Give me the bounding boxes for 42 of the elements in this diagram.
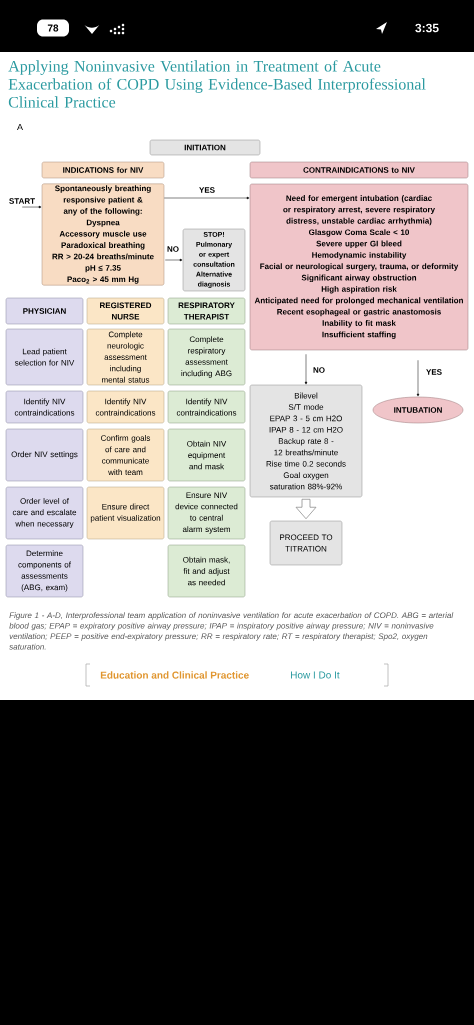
arrow: [22, 205, 42, 209]
task-box: Obtain NIV equipment and mask: [167, 428, 246, 482]
hollow-arrow: [295, 498, 317, 520]
task-box: Order level of care and escalate when necessary: [5, 486, 84, 540]
arrow: [304, 354, 308, 385]
role-header: RESPIRATORY THERAPIST: [167, 297, 246, 325]
battery-badge: 78: [37, 19, 69, 37]
task-box: Order NIV settings: [5, 428, 84, 482]
task-box: Confirm goals of care and communicate with team: [86, 428, 165, 482]
task-box: Identify NIV contraindications: [167, 390, 246, 424]
arrow: [416, 360, 420, 397]
task-box: Identify NIV contraindications: [5, 390, 84, 424]
panel-letter: A: [17, 123, 23, 131]
arrow: [164, 196, 250, 200]
edge-label: NO: [166, 245, 180, 253]
section-label: Education and Clinical Practice: [100, 671, 249, 679]
task-box: Determine components of assessments (ABG, exam): [5, 544, 84, 598]
step-box: PROCEED TO TITRATION: [269, 520, 343, 566]
role-header: PHYSICIAN: [5, 297, 84, 325]
task-box: Ensure direct patient visualization: [86, 486, 165, 540]
edge-label: YES: [425, 368, 443, 376]
arrow: [165, 258, 183, 262]
role-header: REGISTERED NURSE: [86, 297, 165, 325]
criteria-box: Spontaneously breathing responsive patient & any of the following: Dyspnea Accessory muscle use Paradoxical breathing RR > 20-24 breaths/minute pH ≤ 7.35 Paco$_{2}$ > 45 mm Hg: [41, 183, 165, 286]
edge-label: NO: [312, 366, 326, 374]
header-box: CONTRAINDICATIONS to NIV: [249, 161, 469, 179]
settings-box: Bilevel S/T mode EPAP 3 - 5 cm H2O IPAP 8 - 12 cm H2O Backup rate 8 - 12 breaths/minute Rise time 0.2 seconds Goal oxygen saturation 88%-92%: [249, 384, 363, 498]
task-box: Ensure NIV device connected to central alarm system: [167, 486, 246, 540]
article-title: Applying Noninvasive Ventilation in Treatment of Acute Exacerbation of COPD Using Evidence-Based Interprofessional Clinical Practice: [8, 60, 426, 108]
header-box: INDICATIONS for NIV: [41, 161, 165, 179]
clock-time: 3:35: [415, 23, 439, 33]
edge-label: YES: [198, 186, 216, 194]
flow-label: START: [9, 198, 35, 204]
task-box: Identify NIV contraindications: [86, 390, 165, 424]
section-label: How I Do It: [291, 671, 340, 679]
task-box: Obtain mask, fit and adjust as needed: [167, 544, 246, 598]
task-box: Lead patient selection for NIV: [5, 328, 84, 386]
task-box: Complete neurologic assessment including mental status: [86, 328, 165, 386]
criteria-box: Need for emergent intubation (cardiac or respiratory arrest, severe respiratory distress, unstable cardiac arrhythmia) Glasgow Coma Scale < 10 Severe upper GI bleed Hemodynamic instability Facial or neurological surgery, trauma, or deformity Significant airway obstruction High aspiration risk Anticipated need for prolonged mechanical ventilation Recent esophageal or gastric anastomosis Inability to fit mask Insufficient staffing: [249, 183, 469, 351]
figure-caption: Figure 1 - A-D, Interprofessional team application of noninvasive ventilation for acute exacerbation of COPD. ABG = arterial blood gas; EPAP = expiratory positive airway pressure; IPAP = inspiratory positive airway pressure; NIV = noninvasive ventilation; PEEP = positive end-expiratory pressure; RR = respiratory rate; RT = respiratory therapist; Spo2, oxygen saturation.: [9, 612, 454, 650]
header-box: INITIATION: [149, 139, 261, 156]
task-box: Complete respiratory assessment including ABG: [167, 328, 246, 386]
